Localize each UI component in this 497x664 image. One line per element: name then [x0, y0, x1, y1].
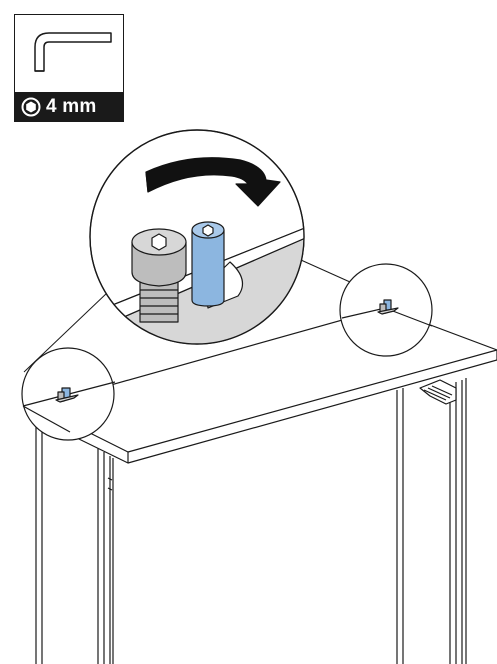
tool-indicator: 4 mm: [14, 14, 124, 122]
magnified-detail: [89, 129, 305, 345]
tool-size-text: 4 mm: [46, 95, 97, 117]
rotate-clockwise-arrow: [145, 157, 281, 207]
cam-screw: [131, 228, 187, 323]
connector-pin: [191, 221, 225, 307]
detail-circle-left: [21, 347, 116, 441]
mounting-bracket: [419, 379, 457, 405]
hex-key-icon: [34, 32, 112, 72]
cabinet-left-side: [35, 420, 114, 664]
cabinet-right-side: [396, 378, 467, 664]
leader-line-left: [23, 291, 109, 373]
tool-size-label: 4 mm: [15, 92, 123, 121]
detail-circle-right: [339, 263, 433, 357]
hex-socket-icon: [21, 97, 41, 116]
